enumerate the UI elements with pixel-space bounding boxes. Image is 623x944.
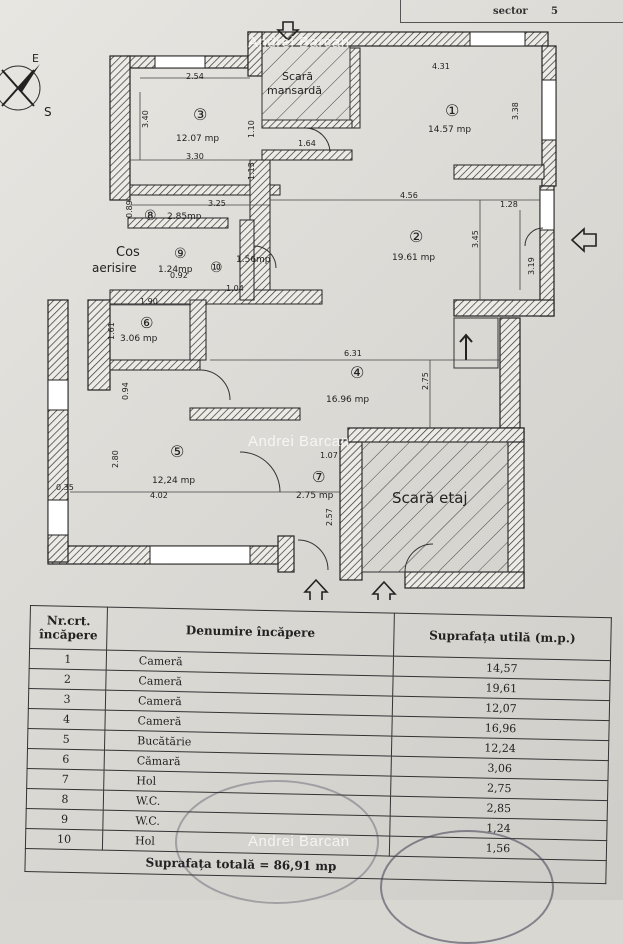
compass-east: E <box>32 52 39 65</box>
dim-label: 1.13 <box>247 162 256 180</box>
room-labels: ① 14.57 mp ② 19.61 mp ③ 12.07 mp ④ 16.96… <box>92 70 471 507</box>
floor-plan: E S <box>0 21 597 600</box>
room-4-number: ④ <box>350 363 364 382</box>
room-8-number: ⑧ <box>144 208 157 224</box>
dim-label: 3.38 <box>511 102 520 120</box>
interior-walls <box>109 47 545 421</box>
dim-label: 0.89 <box>125 200 134 218</box>
dimension-lines <box>70 77 540 493</box>
dim-label: 4.02 <box>150 491 168 500</box>
room-3-number: ③ <box>193 105 207 124</box>
dim-label: 1.07 <box>320 451 338 460</box>
dim-label: 6.31 <box>344 349 362 358</box>
sector-label: sector <box>493 6 528 17</box>
exterior-walls <box>47 31 557 589</box>
cell-nr: 7 <box>26 768 105 791</box>
room-5-area: 12,24 mp <box>152 476 195 486</box>
attic-stairs-label-2: mansardă <box>267 84 322 97</box>
col-header-area: Suprafața utilă (m.p.) <box>393 613 612 661</box>
dimension-labels: 2.54 4.31 3.40 1.10 1.64 3.30 1.13 3.38 … <box>56 62 536 526</box>
stairs-upper-floor <box>361 441 509 573</box>
attic-stairs-label: Scară <box>282 70 313 83</box>
dim-label: 1.10 <box>247 120 256 138</box>
cell-nr: 1 <box>29 648 107 671</box>
cadastre-stamp-left <box>175 780 379 904</box>
dim-label: 3.45 <box>471 230 480 248</box>
dim-label: 1.90 <box>140 297 158 306</box>
vent-shaft-label: Cos <box>116 245 140 260</box>
room-7-number: ⑦ <box>312 468 325 486</box>
compass-south: S <box>44 105 52 119</box>
room-3-area: 12.07 mp <box>176 134 219 144</box>
col-header-nr: Nr.crt. încăpere <box>29 605 108 651</box>
windows <box>47 31 557 565</box>
watermark-top: Andrei Barcan <box>248 34 350 51</box>
room-2-number: ② <box>409 227 423 246</box>
room-10-number: ⑩ <box>210 260 223 276</box>
compass-rose: E S <box>0 52 52 119</box>
room-1-number: ① <box>445 101 459 120</box>
watermark-middle: Andrei Barcan <box>248 433 350 450</box>
dim-label: 1.61 <box>107 322 116 340</box>
entry-steps <box>453 317 499 369</box>
dim-label: 0.92 <box>170 271 188 280</box>
cell-nr: 9 <box>25 808 104 831</box>
stairs-attic <box>261 45 351 121</box>
upper-stairs-label: Scară etaj <box>392 489 468 507</box>
dim-label: 3.30 <box>186 152 204 161</box>
dim-label: 3.25 <box>208 199 226 208</box>
cell-nr: 5 <box>27 728 105 751</box>
room-7-area: 2.75 mp <box>296 491 334 501</box>
dim-label: 1.04 <box>226 284 244 293</box>
cadastre-stamp-right <box>380 830 554 944</box>
room-10-area: 1.56mp <box>236 255 271 265</box>
dim-label: 0.94 <box>121 382 130 400</box>
dim-label: 3.40 <box>141 110 150 128</box>
dim-label: 2.80 <box>111 450 120 468</box>
cell-nr: 10 <box>25 828 103 851</box>
door-swings <box>199 127 544 573</box>
sector-header: sector 5 <box>400 0 623 23</box>
dim-label: 2.57 <box>325 508 334 526</box>
room-5-number: ⑤ <box>170 442 184 461</box>
room-8-area: 2.85mp <box>167 212 202 222</box>
cell-nr: 3 <box>28 688 106 711</box>
dim-label: 1.28 <box>500 200 518 209</box>
room-1-area: 14.57 mp <box>428 125 471 135</box>
sector-value: 5 <box>551 6 558 17</box>
room-4-area: 16.96 mp <box>326 395 369 405</box>
vent-shaft-label-2: aerisire <box>92 261 137 275</box>
dim-label: 4.56 <box>400 191 418 200</box>
cell-nr: 8 <box>26 788 104 811</box>
room-9-number: ⑨ <box>174 246 187 262</box>
room-2-area: 19.61 mp <box>392 253 435 263</box>
dim-label: 2.75 <box>421 372 430 390</box>
dim-label: 3.19 <box>527 257 536 275</box>
cell-nr: 2 <box>28 668 107 691</box>
col-header-name: Denumire încăpere <box>106 607 395 657</box>
cell-nr: 6 <box>27 748 105 771</box>
dim-label: 2.54 <box>186 72 204 81</box>
room-6-number: ⑥ <box>140 314 153 332</box>
entrance-arrows <box>276 21 597 600</box>
room-9-area: 1.24mp <box>158 265 193 275</box>
cell-nr: 4 <box>27 708 106 731</box>
dim-label: 4.31 <box>432 62 450 71</box>
room-6-area: 3.06 mp <box>120 334 158 344</box>
dim-label: 0.35 <box>56 483 74 492</box>
dim-label: 1.64 <box>298 139 316 148</box>
